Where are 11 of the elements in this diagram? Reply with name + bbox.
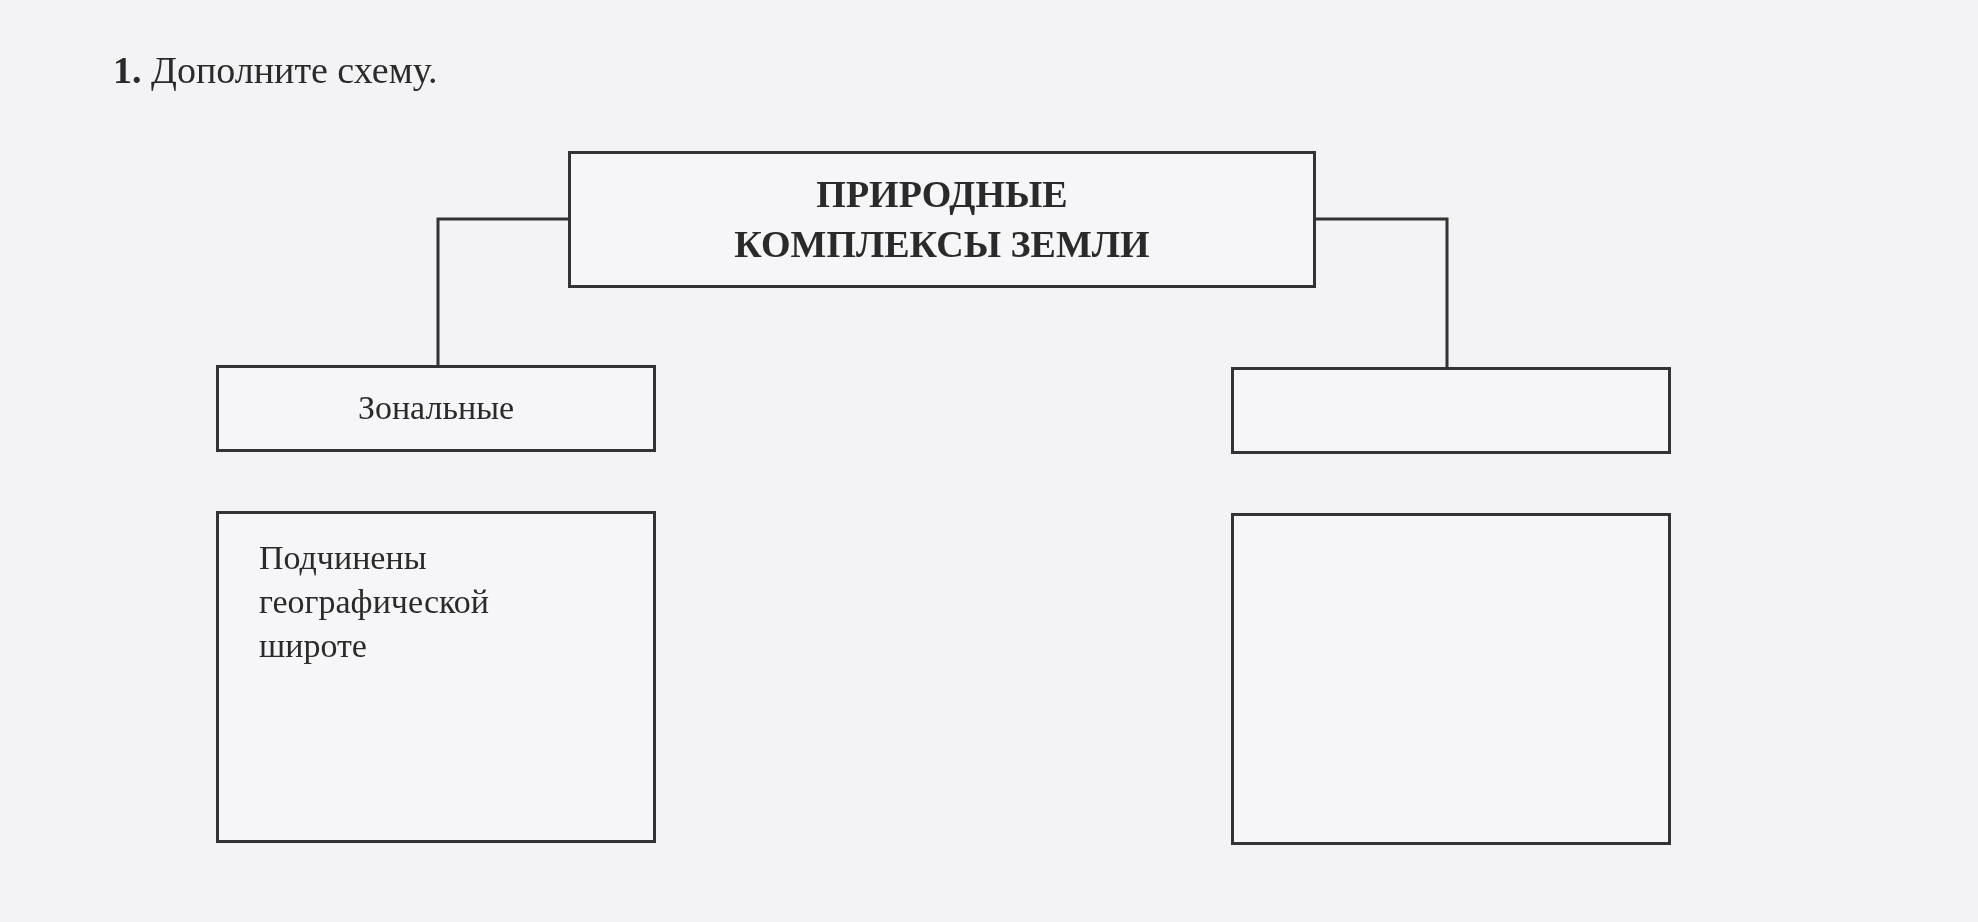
text-box: [216, 365, 656, 452]
connector-line: [436, 217, 568, 365]
empty-box: [1231, 367, 1671, 454]
empty-box: [1231, 513, 1671, 845]
box-text: Подчинены географической широте: [259, 538, 490, 667]
connector-line: [1316, 217, 1449, 367]
text-box: [216, 511, 656, 843]
box-text: Зональные: [356, 388, 516, 429]
text-box: [568, 151, 1316, 288]
heading-text: ПРИРОДНЫЕ КОМПЛЕКСЫ ЗЕМЛИ: [733, 172, 1151, 267]
task-heading: 1. Дополните схему.: [113, 48, 438, 92]
